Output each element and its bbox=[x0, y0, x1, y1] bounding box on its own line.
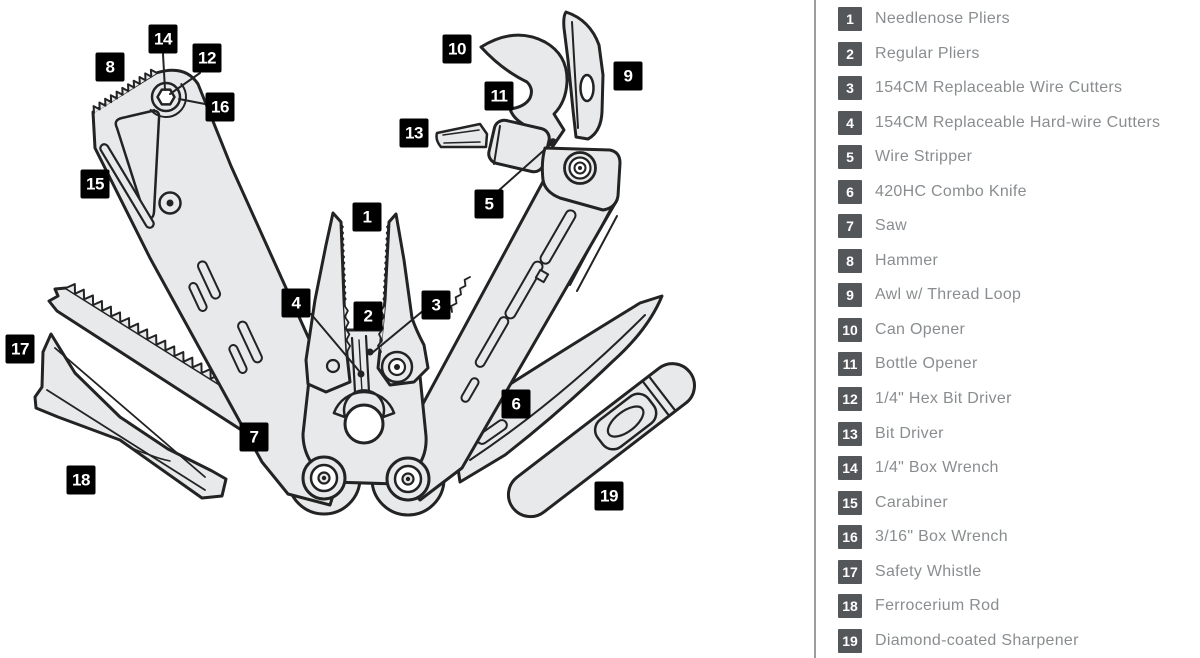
legend-item: 8 Hammer bbox=[838, 248, 1198, 284]
legend-number-tile: 6 bbox=[838, 179, 862, 204]
diagram-panel: 1 2 3 4 5 6 7 8 9 10 bbox=[5, 10, 696, 519]
legend-label: Saw bbox=[875, 217, 908, 235]
legend-label: Regular Pliers bbox=[875, 44, 980, 62]
legend-number-tile: 18 bbox=[838, 594, 862, 619]
whistle-ferro-rod-illustration bbox=[33, 332, 228, 500]
legend-number-tile: 7 bbox=[838, 214, 862, 239]
legend-item: 12 1/4" Hex Bit Driver bbox=[838, 387, 1198, 422]
legend-label: Bottle Opener bbox=[875, 355, 978, 373]
legend-number-tile: 19 bbox=[838, 628, 862, 653]
legend-label: Hammer bbox=[875, 251, 939, 269]
legend-label: Needlenose Pliers bbox=[875, 10, 1010, 27]
legend-item: 2 Regular Pliers bbox=[838, 41, 1198, 77]
tool-cluster-pivot-illustration bbox=[540, 146, 622, 212]
legend-number-tile: 1 bbox=[838, 7, 862, 31]
legend-item: 14 1/4" Box Wrench bbox=[838, 456, 1198, 491]
legend-number-tile: 9 bbox=[838, 283, 862, 308]
legend-label: Awl w/ Thread Loop bbox=[875, 286, 1022, 304]
legend-item: 19 Diamond-coated Sharpener bbox=[838, 628, 1198, 658]
legend-item: 7 Saw bbox=[838, 214, 1198, 249]
legend-item: 9 Awl w/ Thread Loop bbox=[838, 283, 1198, 318]
legend-item: 17 Safety Whistle bbox=[838, 559, 1198, 595]
awl-illustration bbox=[562, 10, 605, 141]
legend-panel: 1 Needlenose Pliers 2 Regular Pliers 3 1… bbox=[814, 0, 1198, 658]
legend-item: 4 154CM Replaceable Hard-wire Cutters bbox=[838, 110, 1198, 146]
legend-label: 3/16" Box Wrench bbox=[875, 528, 1008, 546]
legend-list: 1 Needlenose Pliers 2 Regular Pliers 3 1… bbox=[838, 7, 1198, 658]
legend-item: 18 Ferrocerium Rod bbox=[838, 594, 1198, 629]
multitool-illustration bbox=[33, 10, 696, 519]
legend-number-tile: 12 bbox=[838, 387, 862, 412]
legend-item: 16 3/16" Box Wrench bbox=[838, 525, 1198, 560]
legend-number-tile: 2 bbox=[838, 41, 862, 66]
legend-number-tile: 3 bbox=[838, 76, 862, 101]
legend-label: Wire Stripper bbox=[875, 148, 973, 166]
pliers-head-illustration bbox=[301, 211, 430, 486]
legend-number-tile: 14 bbox=[838, 456, 862, 481]
legend-item: 3 154CM Replaceable Wire Cutters bbox=[838, 76, 1198, 111]
legend-number-tile: 13 bbox=[838, 421, 862, 446]
legend-item: 13 Bit Driver bbox=[838, 421, 1198, 457]
legend-item: 6 420HC Combo Knife bbox=[838, 179, 1198, 215]
legend-item: 11 Bottle Opener bbox=[838, 352, 1198, 387]
legend-label: 1/4" Box Wrench bbox=[875, 459, 999, 477]
can-opener-bottle-opener-illustration bbox=[479, 33, 569, 148]
legend-label: 154CM Replaceable Wire Cutters bbox=[875, 79, 1123, 97]
legend-label: 1/4" Hex Bit Driver bbox=[875, 390, 1012, 408]
legend-item: 1 Needlenose Pliers bbox=[838, 7, 1198, 42]
pivot-screws-illustration bbox=[301, 455, 431, 502]
legend-label: Can Opener bbox=[875, 320, 966, 338]
legend-number-tile: 5 bbox=[838, 145, 862, 170]
legend-item: 10 Can Opener bbox=[838, 317, 1198, 353]
legend-label: 420HC Combo Knife bbox=[875, 182, 1027, 200]
legend-label: Bit Driver bbox=[875, 424, 944, 442]
legend-number-tile: 16 bbox=[838, 525, 862, 550]
legend-label: Carabiner bbox=[875, 493, 948, 511]
legend-number-tile: 15 bbox=[838, 490, 862, 515]
legend-item: 5 Wire Stripper bbox=[838, 145, 1198, 180]
legend-number-tile: 8 bbox=[838, 248, 862, 273]
legend-number-tile: 17 bbox=[838, 559, 862, 584]
bit-driver-illustration bbox=[435, 118, 551, 174]
legend-number-tile: 4 bbox=[838, 110, 862, 135]
legend-number-tile: 11 bbox=[838, 352, 862, 377]
legend-label: 154CM Replaceable Hard-wire Cutters bbox=[875, 113, 1161, 131]
legend-label: Diamond-coated Sharpener bbox=[875, 631, 1079, 649]
legend-number-tile: 10 bbox=[838, 317, 862, 342]
legend-item: 15 Carabiner bbox=[838, 490, 1198, 526]
sharpener-illustration bbox=[506, 362, 696, 519]
callout-leader-lines bbox=[162, 53, 557, 373]
legend-label: Ferrocerium Rod bbox=[875, 597, 1000, 615]
legend-label: Safety Whistle bbox=[875, 562, 982, 580]
